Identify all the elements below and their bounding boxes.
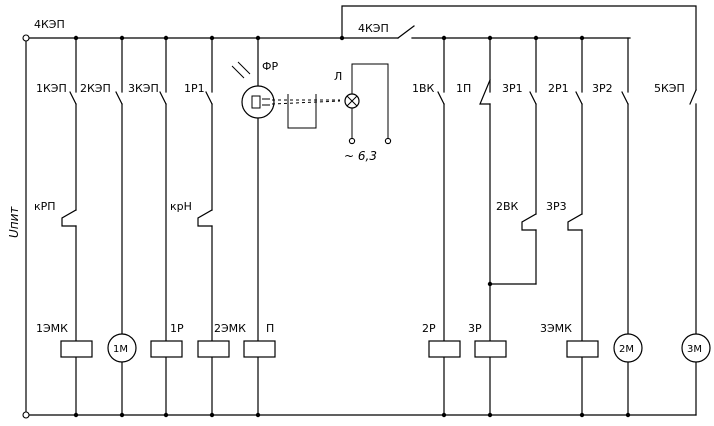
label-main-contact: 4КЭП — [358, 22, 389, 35]
label-3m: 3М — [687, 344, 702, 355]
vessel-icon — [287, 94, 317, 129]
label-2vk: 2ВК — [496, 200, 519, 213]
lamp-wire — [351, 63, 389, 138]
coil-1r — [150, 340, 183, 358]
photoresistor-icon — [241, 85, 275, 119]
branch-10 — [621, 37, 629, 416]
coil-p — [243, 340, 276, 358]
label-2m: 2М — [619, 344, 634, 355]
branch-11 — [689, 89, 697, 416]
coil-3emk — [566, 340, 599, 358]
branch-3 — [159, 37, 167, 416]
supply-terminal-top — [22, 34, 30, 42]
label-lamp: Л — [334, 70, 342, 83]
bypass-wire — [341, 5, 697, 91]
label-supply-4kep: 4КЭП — [34, 18, 65, 31]
motor-2m — [613, 333, 643, 363]
label-supply-voltage: Uпит — [7, 206, 21, 238]
coil-3r — [474, 340, 507, 358]
label-3emk: 3ЭМК — [540, 322, 572, 335]
label-2r: 2Р — [422, 322, 436, 335]
label-5kep: 5КЭП — [654, 82, 685, 95]
label-1vk: 1ВК — [412, 82, 435, 95]
label-1p: 1П — [456, 82, 471, 95]
labels: 4КЭП 4КЭП Uпит 1КЭП 2КЭП 3КЭП 1Р1 1ВК 1П… — [7, 18, 702, 355]
main-contact-4kep — [397, 25, 415, 39]
label-3r1: 3Р1 — [502, 82, 523, 95]
label-3r: 3Р — [468, 322, 482, 335]
label-2emk: 2ЭМК — [214, 322, 246, 335]
motor-1m — [107, 333, 137, 363]
label-1m: 1М — [113, 344, 128, 355]
branch-6 — [437, 37, 445, 416]
label-1emk: 1ЭМК — [36, 322, 68, 335]
branch-7 — [479, 37, 491, 416]
label-3r3: 3Р3 — [546, 200, 567, 213]
coil-2emk — [197, 340, 230, 358]
motor-3m — [681, 333, 711, 363]
label-2r1: 2Р1 — [548, 82, 569, 95]
photo-sensor-assembly — [231, 61, 392, 145]
label-p: П — [266, 322, 274, 335]
coil-2r — [428, 340, 461, 358]
label-3r2: 3Р2 — [592, 82, 613, 95]
branch-1 — [61, 37, 77, 416]
label-krn: крН — [170, 200, 192, 213]
branch-9 — [567, 37, 583, 416]
label-photoresistor: ФР — [262, 60, 278, 73]
label-1r1: 1Р1 — [184, 82, 205, 95]
label-3kep: 3КЭП — [128, 82, 159, 95]
branch-2 — [115, 37, 123, 416]
coil-1emk — [60, 340, 93, 358]
branch-8 — [489, 37, 537, 285]
supply-terminal-bottom — [22, 411, 30, 419]
label-krp: кРП — [34, 200, 56, 213]
photoresistor-body — [251, 95, 261, 109]
label-2kep: 2КЭП — [80, 82, 111, 95]
light-arrow-icon — [231, 65, 245, 79]
label-1kep: 1КЭП — [36, 82, 67, 95]
junctions — [73, 35, 631, 418]
label-lamp-supply: ~ 6,3 — [344, 149, 377, 163]
label-1r: 1Р — [170, 322, 184, 335]
branch-4 — [197, 37, 213, 416]
